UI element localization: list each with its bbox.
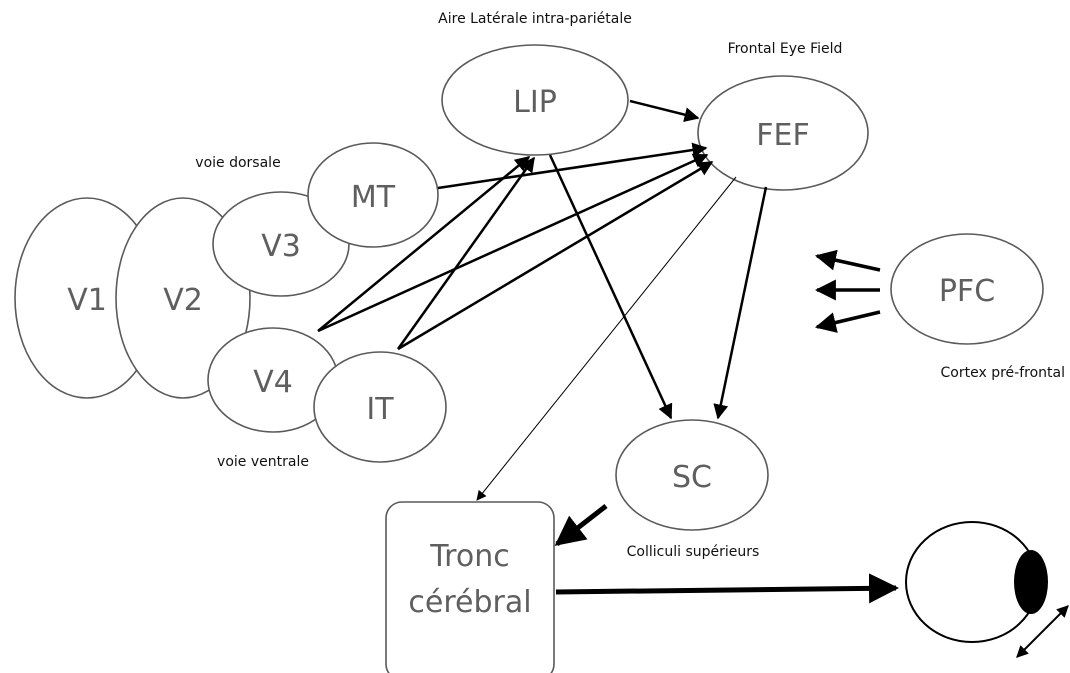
ventral-caption: voie ventrale [217,454,309,470]
arrow-pfc-out-lower [814,310,881,333]
v1-label: V1 [67,283,107,318]
arrow-sc-to-tronc [554,504,608,546]
sc-caption: Colliculi supérieurs [627,544,760,560]
fef-node [697,75,869,191]
connections [317,99,1069,658]
arrow-lip-to-fef [629,99,700,123]
arrow-v4-to-lip [317,156,531,332]
tronc-label-line2: cérébral [408,585,531,620]
lip-node [441,44,629,156]
mt-label: MT [351,180,396,215]
dorsal-caption: voie dorsale [195,155,280,171]
arrow-v4-to-fef [317,153,709,333]
v2-label: V2 [163,283,203,318]
lip-caption: Aire Latérale intra-pariétale [438,11,632,27]
it-label: IT [366,392,394,427]
sc-node [615,419,769,531]
arrow-fef-to-sc [713,186,768,420]
pfc-node [890,233,1044,345]
tronc-cerebral-node [385,501,555,673]
eye-pupil [1014,550,1048,614]
arrow-mt-to-fef [437,142,708,190]
pfc-caption: Cortex pré-frontal [941,365,1065,381]
arrow-tronc-to-eye [555,573,899,604]
arrow-pfc-out-upper [814,249,881,272]
pfc-label: PFC [939,274,995,309]
arrow-fef-to-tronc [476,176,737,501]
mt-node [307,142,439,248]
arrow-lip-to-sc [548,154,673,420]
fef-label: FEF [756,118,809,153]
sc-label: SC [672,460,712,495]
v4-label: V4 [253,365,293,400]
tronc-label-line1: Tronc [429,539,509,574]
eye-movement-double-arrow [1016,605,1069,658]
arrow-it-to-lip [396,156,536,350]
it-node [313,351,447,463]
lip-label: LIP [513,85,557,120]
v3-label: V3 [261,229,301,264]
fef-caption: Frontal Eye Field [728,41,843,57]
arrow-it-to-fef [397,160,714,351]
eye-icon [905,521,1048,643]
